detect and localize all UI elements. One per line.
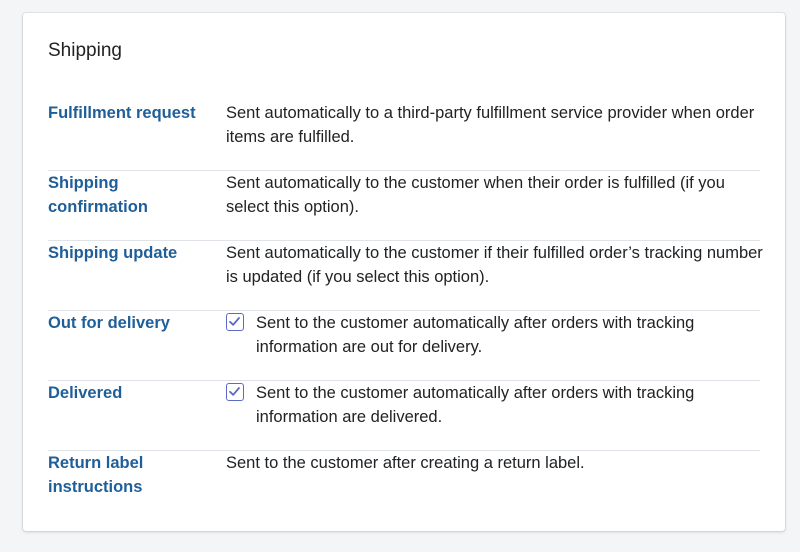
out-for-delivery-checkbox[interactable]	[226, 313, 244, 331]
notification-row-delivered: Delivered Sent to the customer automatic…	[48, 381, 760, 451]
notification-row-fulfillment-request: Fulfillment request Sent automatically t…	[48, 101, 760, 171]
delivered-link[interactable]: Delivered	[48, 384, 123, 402]
checkmark-icon	[229, 317, 240, 326]
card-title: Shipping	[48, 40, 122, 61]
shipping-update-description: Sent automatically to the customer if th…	[226, 244, 763, 286]
notification-row-return-label-instructions: Return label instructions Sent to the cu…	[48, 451, 760, 521]
shipping-card: Shipping Fulfillment request Sent automa…	[23, 13, 785, 531]
notification-row-shipping-update: Shipping update Sent automatically to th…	[48, 241, 763, 311]
shipping-confirmation-description: Sent automatically to the customer when …	[226, 174, 725, 216]
checkmark-icon	[229, 387, 240, 396]
shipping-confirmation-link[interactable]: Shipping confirmation	[48, 174, 148, 216]
notification-list: Fulfillment request Sent automatically t…	[48, 101, 763, 521]
out-for-delivery-link[interactable]: Out for delivery	[48, 314, 170, 332]
notification-row-out-for-delivery: Out for delivery Sent to the customer au…	[48, 311, 760, 381]
shipping-update-link[interactable]: Shipping update	[48, 244, 178, 262]
return-label-instructions-link[interactable]: Return label instructions	[48, 454, 144, 496]
out-for-delivery-description: Sent to the customer automatically after…	[256, 314, 695, 356]
fulfillment-request-link[interactable]: Fulfillment request	[48, 104, 196, 122]
notification-row-shipping-confirmation: Shipping confirmation Sent automatically…	[48, 171, 760, 241]
delivered-checkbox[interactable]	[226, 383, 244, 401]
delivered-description: Sent to the customer automatically after…	[256, 384, 695, 426]
fulfillment-request-description: Sent automatically to a third-party fulf…	[226, 104, 755, 146]
return-label-instructions-description: Sent to the customer after creating a re…	[226, 454, 585, 472]
